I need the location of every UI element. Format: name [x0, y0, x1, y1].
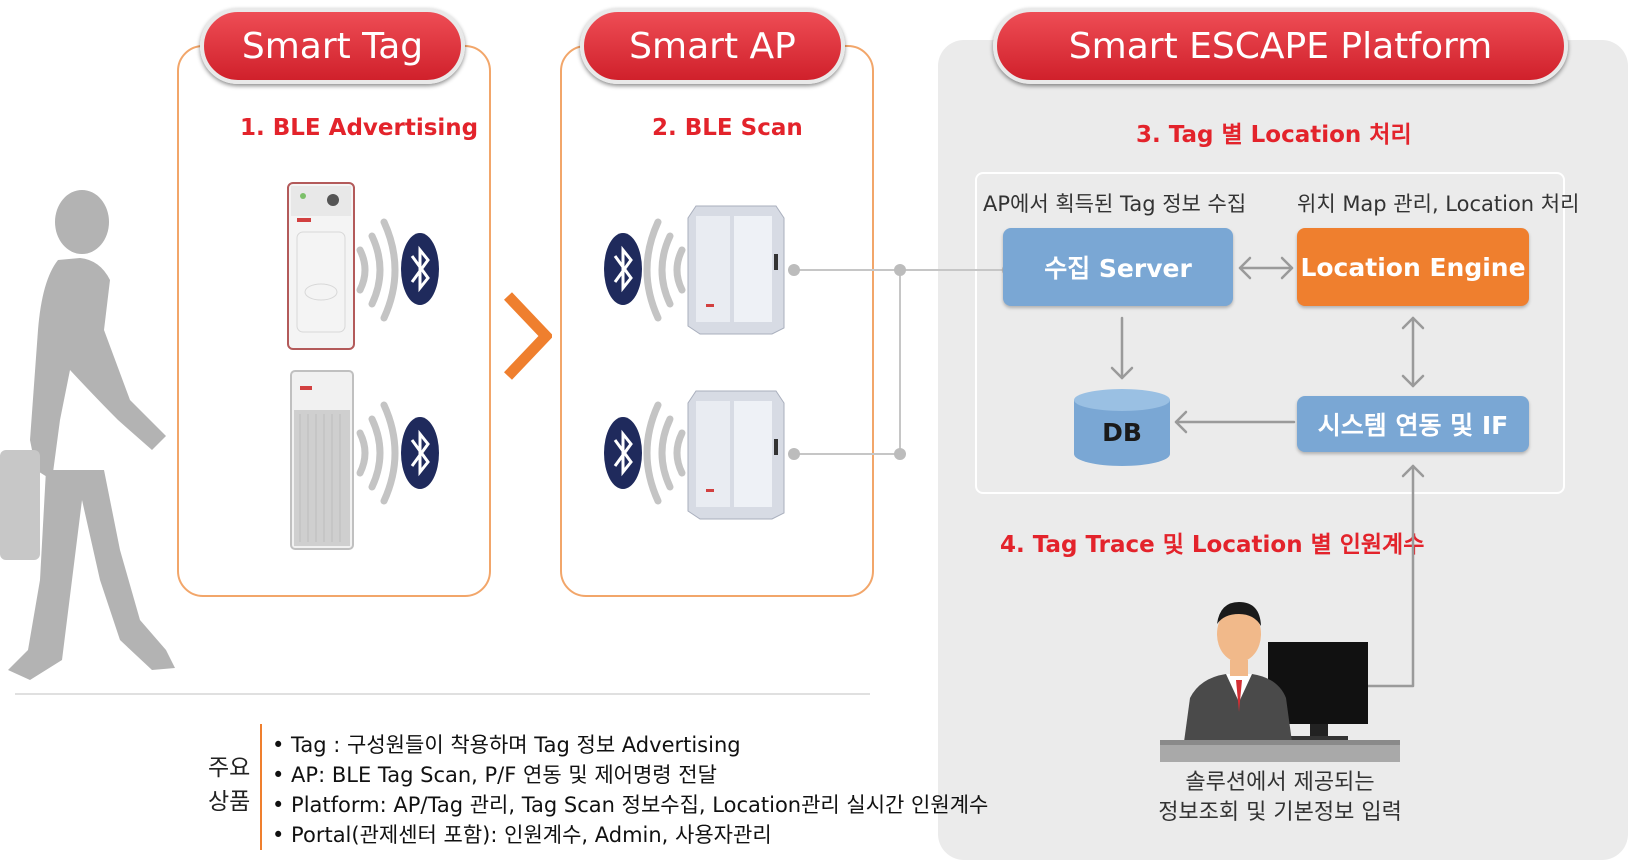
legend-label-line1: 주요 [208, 755, 251, 781]
ap2-signal-waves [643, 401, 686, 505]
smart-ap-device-1 [687, 205, 785, 335]
step-ble-advertising: 1. BLE Advertising [240, 115, 479, 141]
bluetooth-icon [401, 233, 439, 305]
operator-at-computer-illustration [1160, 602, 1400, 762]
tag2-signal-waves [356, 401, 399, 505]
collect-server-box: 수집 Server [1003, 228, 1233, 306]
bluetooth-icon [401, 417, 439, 489]
legend-item-ap: • AP: BLE Tag Scan, P/F 연동 및 제어명령 전달 [272, 763, 717, 787]
operator-caption: 솔루션에서 제공되는 정보조회 및 기본정보 입력 [1110, 768, 1450, 828]
operator-caption-line1: 솔루션에서 제공되는 [1185, 770, 1375, 795]
smart-ap-header: Smart AP [580, 8, 845, 84]
tag1-signal-waves [356, 218, 399, 322]
legend-item-platform: • Platform: AP/Tag 관리, Tag Scan 정보수집, Lo… [272, 793, 989, 817]
smart-ap-device-2 [687, 390, 785, 520]
system-integration-box: 시스템 연동 및 IF [1297, 396, 1529, 452]
bluetooth-icon [604, 417, 642, 489]
step-ble-scan: 2. BLE Scan [652, 115, 803, 141]
map-caption: 위치 Map 관리, Location 처리 [1297, 192, 1580, 216]
chevron-right-icon [504, 292, 552, 380]
step-location-processing: 3. Tag 별 Location 처리 [1136, 122, 1412, 148]
smart-tag-device-1 [287, 182, 355, 350]
database-label: DB [1102, 418, 1142, 447]
step-tag-trace: 4. Tag Trace 및 Location 별 인원계수 [1000, 532, 1425, 558]
platform-header: Smart ESCAPE Platform [993, 8, 1568, 84]
database-icon [1074, 389, 1170, 466]
platform-flow-arrows [1110, 256, 1425, 688]
platform-inner-frame [975, 172, 1565, 494]
legend-item-portal: • Portal(관제센터 포함): 인원계수, Admin, 사용자관리 [272, 823, 772, 847]
collect-caption: AP에서 획득된 Tag 정보 수집 [983, 192, 1247, 216]
network-connection-lines [788, 264, 1014, 460]
ap1-signal-waves [643, 218, 686, 322]
legend-label-line2: 상품 [208, 789, 251, 815]
floor-line [15, 693, 870, 695]
bluetooth-icon [604, 233, 642, 305]
walking-person-silhouette [0, 190, 175, 680]
smart-tag-header: Smart Tag [200, 8, 465, 84]
legend-divider [260, 724, 262, 850]
operator-caption-line2: 정보조회 및 기본정보 입력 [1158, 800, 1402, 825]
location-engine-box: Location Engine [1297, 228, 1529, 306]
legend-item-tag: • Tag : 구성원들이 착용하며 Tag 정보 Advertising [272, 733, 741, 757]
smart-tag-device-2 [290, 370, 354, 550]
